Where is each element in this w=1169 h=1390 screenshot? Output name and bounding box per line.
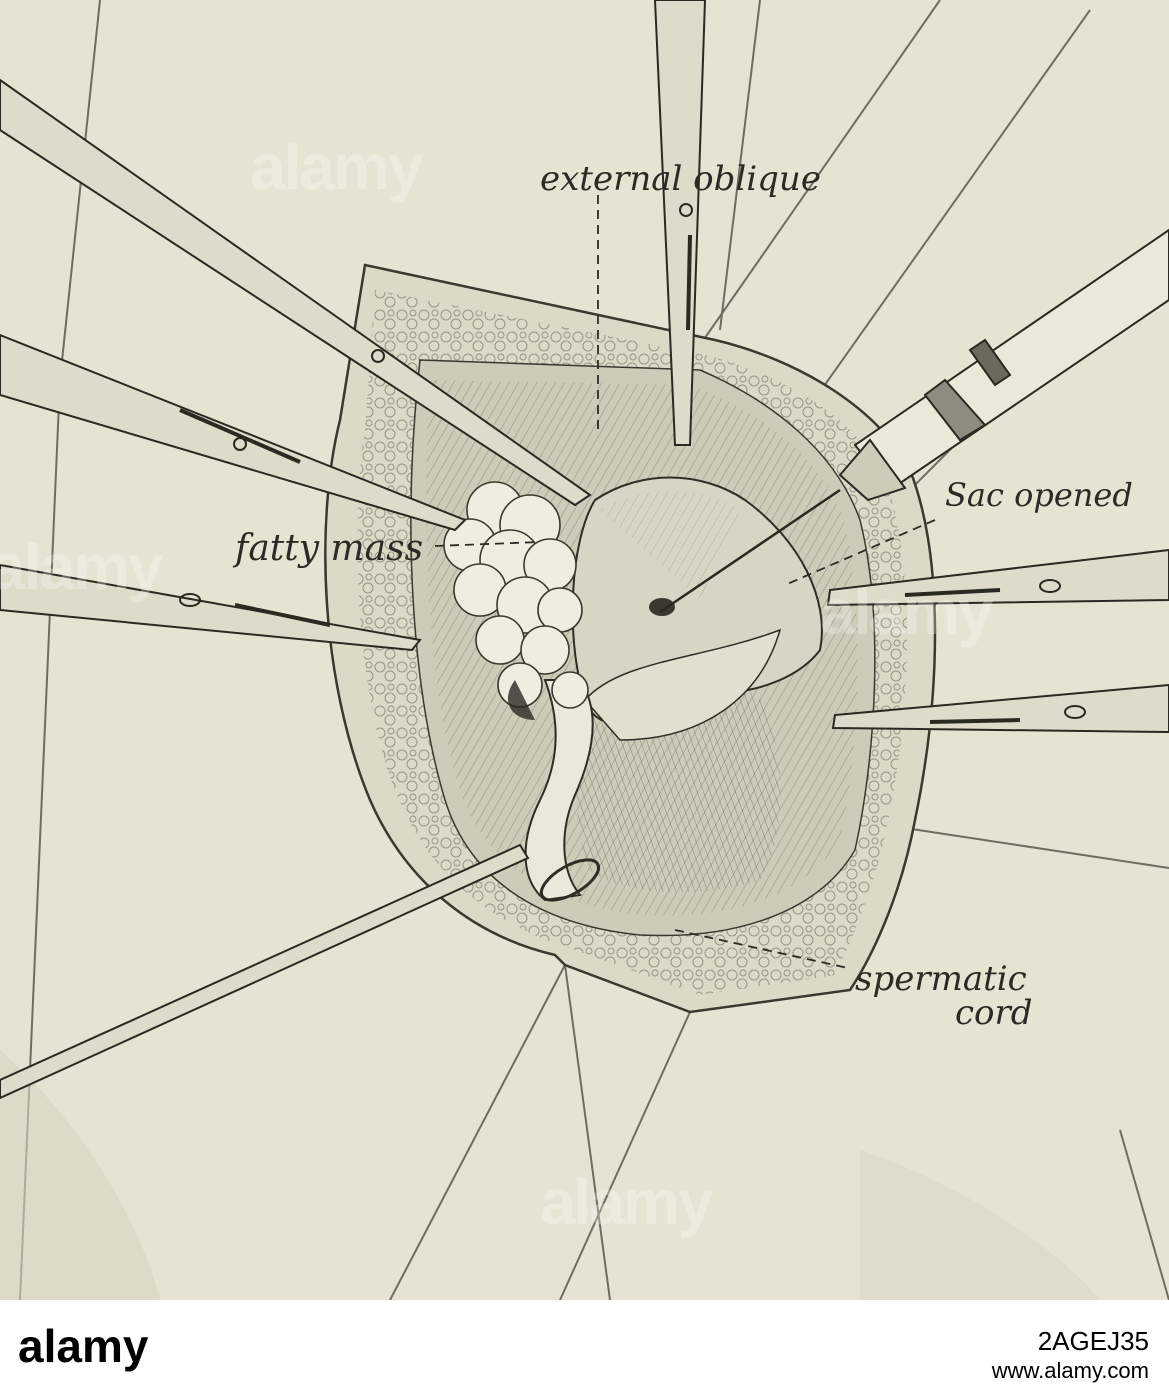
label-external-oblique: external oblique (540, 159, 821, 199)
logo-text: alamy (18, 1322, 149, 1372)
label-spermatic-cord-line2: cord (955, 993, 1033, 1033)
forceps-instruments (0, 0, 1169, 1100)
label-sac-opened: Sac opened (945, 476, 1133, 514)
leader-lines (434, 195, 936, 969)
hernial-sac (571, 476, 823, 741)
label-fatty-mass: fatty mass (232, 528, 423, 569)
image-id: 2AGEJ35 (1038, 1326, 1149, 1356)
watermark-footer (0, 1300, 1169, 1390)
surgical-drapes (19, 0, 1169, 1301)
image-id-badge: 2AGEJ35 (1038, 1326, 1149, 1356)
watermark-overlay: alamy (820, 576, 993, 648)
syringe (659, 228, 1169, 614)
fatty-mass (443, 481, 589, 709)
watermark-overlay: alamy (540, 1166, 713, 1238)
watermark-overlay: alamy (250, 131, 423, 203)
surgical-illustration: external oblique fatty mass Sac opened s… (0, 0, 1169, 1301)
watermark-overlay: alamy (0, 531, 163, 603)
label-spermatic-cord-line1: spermatic (855, 959, 1027, 999)
alamy-logo: alamy (18, 1320, 208, 1378)
watermark-url[interactable]: www.alamy.com (991, 1358, 1149, 1383)
spermatic-cord (524, 679, 601, 902)
